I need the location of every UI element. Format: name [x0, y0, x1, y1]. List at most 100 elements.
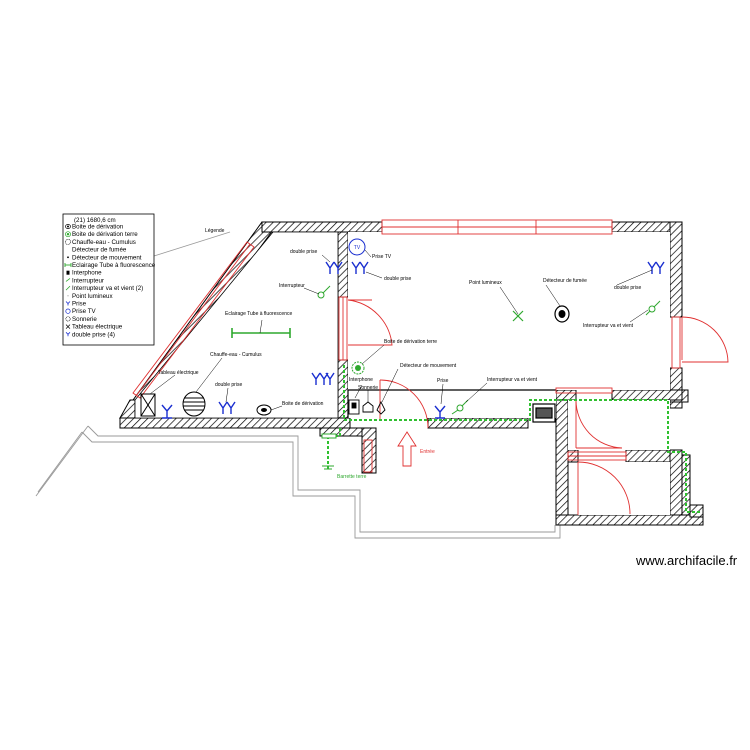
- label-va-et-vient: Interrupteur va et vient: [583, 323, 634, 329]
- exterior-outline: [35, 425, 561, 539]
- wall-top-left: [261, 221, 383, 233]
- entry-arrow: [397, 431, 417, 467]
- room-hall: [348, 390, 556, 418]
- label-tableau: Tableau électrique: [158, 370, 199, 376]
- label-va-et-vient: Interrupteur va et vient: [487, 377, 538, 383]
- label-sonnerie: Sonnerie: [358, 385, 378, 391]
- doorbell-icon: [65, 316, 71, 322]
- label-double-prise: double prise: [290, 249, 317, 255]
- watermark: www.archifacile.fr: [635, 553, 738, 568]
- label-prise: Prise: [437, 378, 449, 384]
- double-socket-icon: [65, 332, 71, 337]
- legend-item: Interrupteur: [65, 277, 104, 284]
- door-east: [681, 316, 729, 363]
- wall-bath-top: [555, 389, 577, 401]
- smoke-detector-icon: [554, 305, 570, 323]
- wall-south-right: [611, 389, 683, 401]
- legend-item-label: Point lumineux: [72, 293, 113, 300]
- label-prise-tv: Prise TV: [372, 254, 392, 260]
- legend-item-label: Interrupteur: [72, 277, 104, 284]
- electrical-panel-icon: [140, 393, 156, 417]
- legend-leader: [153, 231, 231, 257]
- junction-box-icon: [256, 404, 272, 416]
- room-living-left: [134, 231, 339, 419]
- socket-icon: [434, 405, 446, 419]
- ground-junction-box-icon: [351, 361, 365, 375]
- window-east: [671, 316, 681, 369]
- label-barrette-terre: Barrette terre: [337, 474, 367, 480]
- legend-item-label: Interphone: [72, 270, 102, 277]
- light-point-icon: [512, 310, 524, 322]
- legend-item: Interrupteur va et vient (2): [65, 285, 143, 292]
- legend-item: Interphone: [66, 270, 102, 277]
- label-chauffe-eau: Chauffe-eau - Cumulus: [210, 352, 262, 358]
- double-socket-icon: [325, 261, 343, 274]
- label-point-lumineux: Point lumineux: [469, 280, 502, 286]
- rooms: [134, 231, 670, 515]
- legend-item-label: double prise (4): [72, 331, 115, 338]
- legend-item-label: Détecteur de mouvement: [72, 254, 142, 261]
- window-entry: [363, 439, 373, 473]
- wall-bottom-mid: [427, 417, 529, 429]
- legend-item: Sonnerie: [65, 316, 97, 323]
- label-detecteur-mouvement: Détecteur de mouvement: [400, 363, 457, 369]
- wall-bath-stub: [689, 504, 704, 518]
- label-double-prise: double prise: [215, 382, 242, 388]
- svg-text:TV: TV: [354, 245, 361, 251]
- switch-icon: [65, 278, 71, 282]
- door-entry: [379, 379, 429, 429]
- water-heater-icon: [65, 238, 71, 245]
- fluorescent-tube-icon: [64, 263, 72, 267]
- label-leaders: [149, 249, 653, 411]
- door-bath-lower: [577, 461, 631, 515]
- wall-bath-bottom: [555, 514, 704, 526]
- legend-item-label: Tableau électrique: [72, 324, 123, 331]
- legend: (21) 1680,6 cm Boite de dérivationBoite …: [62, 213, 156, 346]
- fluorescent-tube-icon: [231, 328, 291, 338]
- double-socket-icon: [311, 372, 335, 385]
- wall-bottom-left: [119, 417, 351, 429]
- two-way-switch-icon: [65, 285, 71, 291]
- doorbell-icon: [362, 401, 374, 413]
- legend-item: Boite de dérivation terre: [65, 231, 138, 238]
- wall-bath-west: [555, 389, 569, 526]
- tv-socket-icon: [65, 308, 71, 314]
- legend-item: Eclairage Tube à fluorescence: [64, 262, 156, 269]
- label-eclairage: Eclairage Tube à fluorescence: [225, 311, 292, 317]
- legend-item: Boite de dérivation: [65, 224, 124, 231]
- legend-item: Détecteur de mouvement: [67, 254, 142, 261]
- legend-item: Tableau électrique: [65, 324, 123, 331]
- legend-item: Point lumineux: [67, 293, 113, 300]
- legend-item-label: Sonnerie: [72, 316, 97, 323]
- legend-header: (21) 1680,6 cm: [74, 217, 116, 224]
- legend-item-label: Prise: [72, 301, 87, 308]
- junction-box-icon: [65, 224, 71, 229]
- door-bath-upper: [575, 399, 623, 449]
- motion-detector-icon: [376, 400, 386, 415]
- room-bath-lower: [578, 462, 670, 515]
- legend-title: Légende: [205, 228, 225, 234]
- legend-item-label: Boite de dérivation: [72, 224, 124, 231]
- label-double-prise: double prise: [614, 285, 641, 291]
- label-detecteur-fumee: Détecteur de fumée: [543, 278, 587, 284]
- green-wiring: [327, 365, 700, 513]
- label-double-prise: double prise: [384, 276, 411, 282]
- label-boite-terre: Boite de dérivation terre: [384, 339, 437, 345]
- intercom-icon: [66, 270, 70, 275]
- inner-edges: [347, 389, 556, 418]
- wall-diagonal-stub: [119, 399, 136, 419]
- socket-icon: [161, 404, 173, 419]
- wall-entry-stub: [361, 427, 377, 474]
- legend-item: Prise: [65, 301, 87, 308]
- wall-partition-bottom: [337, 359, 349, 419]
- room-living-right: [348, 232, 670, 390]
- ground-junction-box-icon: [65, 231, 71, 238]
- legend-item-label: Détecteur de fumée: [72, 247, 127, 254]
- intercom-icon: [348, 399, 360, 415]
- light-point-icon: [67, 295, 69, 297]
- wall-bath-east: [669, 449, 683, 526]
- double-socket-icon: [647, 261, 665, 274]
- window-diagonal: [132, 241, 255, 399]
- socket-icon: [65, 301, 71, 306]
